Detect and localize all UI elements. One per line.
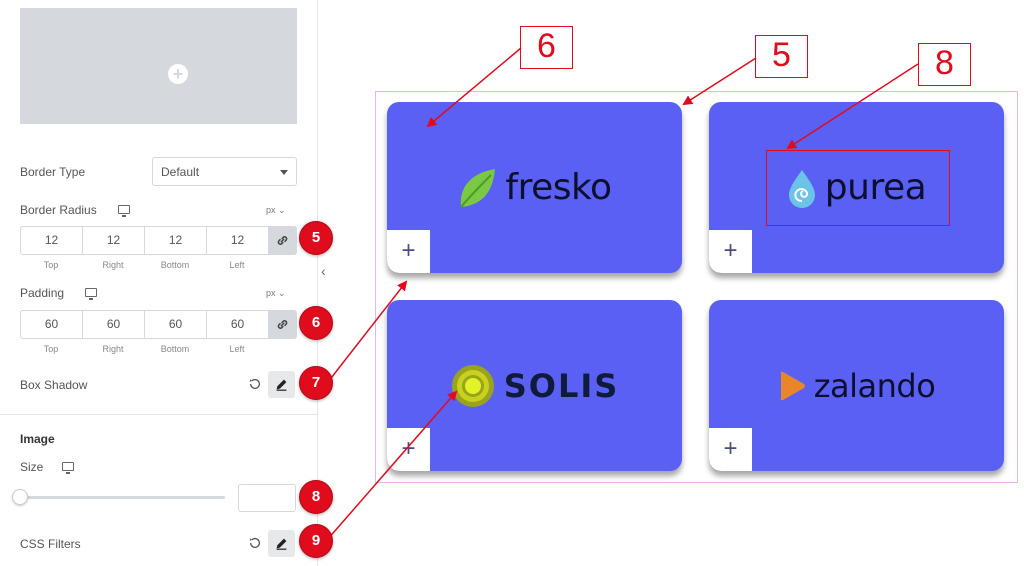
logo-card-solis[interactable]: SOLIS + xyxy=(387,300,682,471)
border-radius-bottom[interactable]: 12 xyxy=(144,226,206,255)
water-drop-icon xyxy=(788,169,815,208)
link-icon xyxy=(277,236,288,245)
logo-card-zalando[interactable]: zalando + xyxy=(709,300,1004,471)
link-icon xyxy=(277,320,288,329)
callout-5: 5 xyxy=(755,35,808,78)
add-button[interactable]: + xyxy=(709,230,752,273)
play-shape-icon xyxy=(780,371,805,400)
add-button[interactable]: + xyxy=(387,428,430,471)
size-slider-handle[interactable] xyxy=(12,489,28,505)
image-section-title: Image xyxy=(20,432,55,446)
padding-inputs: 60 60 60 60 xyxy=(20,310,297,339)
padding-unit[interactable]: px ⌄ xyxy=(266,288,286,298)
add-button[interactable]: + xyxy=(387,230,430,273)
padding-top[interactable]: 60 xyxy=(20,310,82,339)
padding-label: Padding xyxy=(20,286,65,300)
reset-icon[interactable] xyxy=(248,377,262,391)
monitor-icon[interactable] xyxy=(118,205,130,217)
side-label: Right xyxy=(102,344,124,354)
logo-text: zalando xyxy=(813,366,936,405)
pencil-icon xyxy=(276,538,287,550)
sun-icon xyxy=(451,364,494,407)
leaf-icon xyxy=(460,168,496,208)
border-radius-left[interactable]: 12 xyxy=(206,226,268,255)
logo-text: fresko xyxy=(505,167,612,208)
padding-bottom[interactable]: 60 xyxy=(144,310,206,339)
logo: zalando xyxy=(709,300,1004,471)
reset-icon[interactable] xyxy=(248,536,262,550)
side-label: Right xyxy=(102,260,124,270)
side-label: Bottom xyxy=(160,344,190,354)
highlight-box xyxy=(766,150,950,226)
padding-right[interactable]: 60 xyxy=(82,310,144,339)
badge-7: 7 xyxy=(299,366,333,400)
border-radius-right[interactable]: 12 xyxy=(82,226,144,255)
badge-5: 5 xyxy=(299,221,333,255)
css-filters-edit-button[interactable] xyxy=(268,530,295,557)
side-label: Bottom xyxy=(160,260,190,270)
size-slider-track[interactable] xyxy=(20,496,225,499)
badge-6: 6 xyxy=(299,306,333,340)
side-label: Top xyxy=(43,260,59,270)
plus-icon: + xyxy=(168,64,188,84)
box-shadow-label: Box Shadow xyxy=(20,378,88,392)
padding-side-labels: Top Right Bottom Left xyxy=(20,344,268,354)
logo: SOLIS xyxy=(387,300,682,471)
settings-panel: + Border Type Default Border Radius px ⌄… xyxy=(0,0,318,566)
badge-8: 8 xyxy=(299,480,333,514)
border-radius-label: Border Radius xyxy=(20,203,97,217)
size-input[interactable] xyxy=(238,484,296,512)
monitor-icon[interactable] xyxy=(62,462,74,474)
collapse-panel-toggle[interactable]: ‹ xyxy=(321,263,326,279)
padding-left[interactable]: 60 xyxy=(206,310,268,339)
callout-6: 6 xyxy=(520,26,573,69)
border-type-select[interactable]: Default xyxy=(152,157,297,186)
logo-text: SOLIS xyxy=(503,366,620,405)
side-label: Left xyxy=(229,344,245,354)
add-button[interactable]: + xyxy=(709,428,752,471)
link-values-button[interactable] xyxy=(268,310,297,339)
pencil-icon xyxy=(276,379,287,391)
border-radius-top[interactable]: 12 xyxy=(20,226,82,255)
callout-8: 8 xyxy=(918,43,971,86)
logo: purea xyxy=(709,102,1004,273)
border-radius-inputs: 12 12 12 12 xyxy=(20,226,297,255)
side-label: Top xyxy=(43,344,59,354)
badge-9: 9 xyxy=(299,524,333,558)
size-label: Size xyxy=(20,460,44,474)
logo: fresko xyxy=(387,102,682,273)
image-placeholder[interactable]: + xyxy=(20,8,297,124)
border-type-value: Default xyxy=(161,165,200,179)
link-values-button[interactable] xyxy=(268,226,297,255)
css-filters-label: CSS Filters xyxy=(20,537,81,551)
section-divider xyxy=(0,414,318,415)
logo-text: purea xyxy=(824,167,927,208)
border-radius-side-labels: Top Right Bottom Left xyxy=(20,260,268,270)
side-label: Left xyxy=(229,260,245,270)
logo-card-fresko[interactable]: fresko + xyxy=(387,102,682,273)
border-type-label: Border Type xyxy=(20,165,86,179)
monitor-icon[interactable] xyxy=(85,288,97,300)
border-radius-unit[interactable]: px ⌄ xyxy=(266,205,286,215)
chevron-down-icon xyxy=(280,170,288,175)
box-shadow-edit-button[interactable] xyxy=(268,371,295,398)
